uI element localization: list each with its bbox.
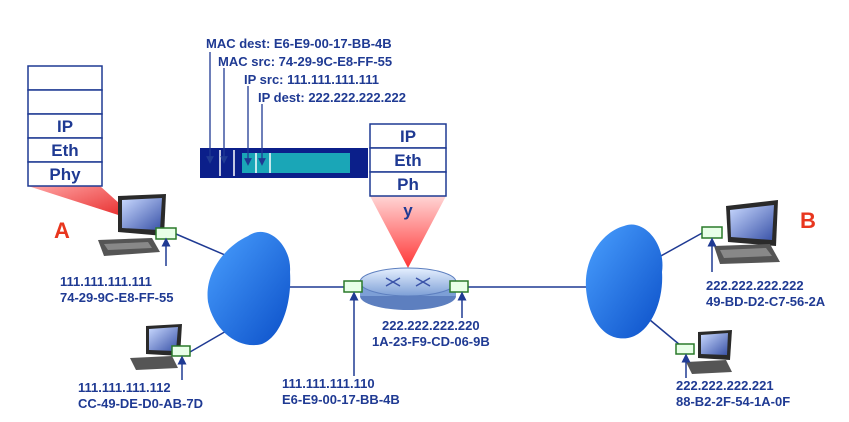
nic-host-b2 bbox=[675, 343, 695, 355]
frame-mac-dest: MAC dest: E6-E9-00-17-BB-4B bbox=[206, 36, 392, 51]
computer-icon-host-b2 bbox=[686, 330, 732, 374]
router-protocol-stack: IP Eth Ph y bbox=[369, 123, 447, 220]
frame-field-pointers bbox=[206, 52, 266, 166]
host-a-ip: 111.111.111.111 bbox=[60, 274, 152, 289]
host-a-label: A bbox=[54, 218, 70, 243]
host-b-label: B bbox=[800, 208, 816, 233]
router-stack-ip: IP bbox=[400, 127, 416, 146]
ethernet-frame bbox=[200, 148, 368, 178]
host-a-stack-phy: Phy bbox=[49, 165, 81, 184]
router-stack-ph: Ph bbox=[397, 175, 419, 194]
host-b-ip: 222.222.222.222 bbox=[706, 278, 804, 293]
router-stack-eth: Eth bbox=[394, 151, 421, 170]
computer-icon-host-b bbox=[714, 200, 780, 264]
router-left-interface bbox=[343, 280, 363, 293]
frame-mac-src: MAC src: 74-29-9C-E8-FF-55 bbox=[218, 54, 392, 69]
frame-ip-src: IP src: 111.111.111.111 bbox=[244, 72, 379, 87]
nic-host-b bbox=[701, 226, 723, 239]
host-a-protocol-stack: IP Eth Phy bbox=[27, 65, 103, 187]
beam-host-a bbox=[28, 186, 140, 222]
host-b2-mac: 88-B2-2F-54-1A-0F bbox=[676, 394, 790, 409]
frame-ip-dest: IP dest: 222.222.222.222 bbox=[258, 90, 406, 105]
router-icon bbox=[359, 267, 457, 310]
host-a-mac: 74-29-9C-E8-FF-55 bbox=[60, 290, 173, 305]
router-left-mac: E6-E9-00-17-BB-4B bbox=[282, 392, 400, 407]
router-right-mac: 1A-23-F9-CD-06-9B bbox=[372, 334, 490, 349]
subnet-cloud-right bbox=[585, 224, 663, 339]
computer-icon-host-a bbox=[98, 194, 166, 256]
router-right-interface bbox=[449, 280, 469, 293]
host-a2-ip: 111.111.111.112 bbox=[78, 380, 171, 395]
host-a2-mac: CC-49-DE-D0-AB-7D bbox=[78, 396, 203, 411]
beam-router bbox=[370, 196, 446, 268]
nic-host-a bbox=[155, 227, 177, 240]
host-a-stack-eth: Eth bbox=[51, 141, 78, 160]
host-a-stack-ip: IP bbox=[57, 117, 73, 136]
router-left-ip: 111.111.111.110 bbox=[282, 376, 375, 391]
router-stack-y: y bbox=[403, 201, 413, 220]
nic-host-a2 bbox=[171, 345, 191, 357]
host-b2-ip: 222.222.222.221 bbox=[676, 378, 774, 393]
router-right-ip: 222.222.222.220 bbox=[382, 318, 480, 333]
subnet-cloud-left bbox=[207, 231, 291, 346]
host-b-mac: 49-BD-D2-C7-56-2A bbox=[706, 294, 826, 309]
